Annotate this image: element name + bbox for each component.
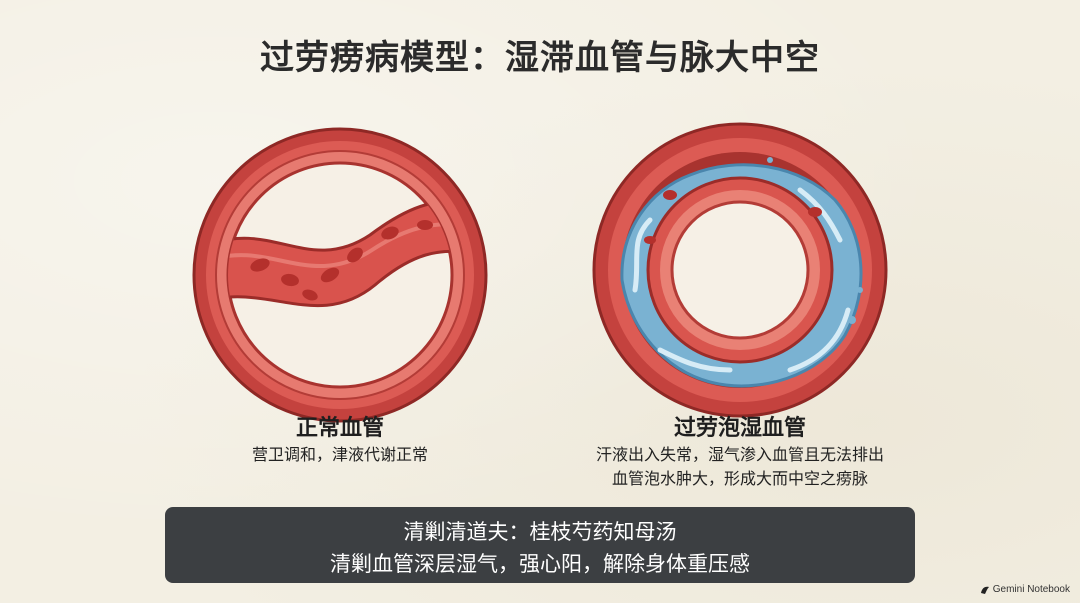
banner-line-2: 清剿血管深层湿气，强心阳，解除身体重压感	[330, 552, 750, 576]
water-highlights	[632, 187, 851, 373]
normal-vessel-desc: 营卫调和，津液代谢正常	[251, 445, 428, 464]
lumen	[670, 200, 810, 340]
damp-vessel-desc: 汗液出入失常，湿气渗入血管且无法排出 血管泡水肿大，形成大而中空之痨脉	[540, 443, 940, 491]
damp-vessel-illustration	[592, 122, 888, 418]
damp-vessel-desc-line2: 血管泡水肿大，形成大而中空之痨脉	[611, 469, 868, 488]
damp-vessel-title: 过劳泡湿血管	[673, 416, 806, 441]
inner-vessel-tube	[228, 199, 452, 308]
notebook-logo-icon	[980, 586, 989, 594]
remedy-banner: 清剿清道夫：桂枝芍药知母汤 清剿血管深层湿气，强心阳，解除身体重压感	[165, 507, 915, 583]
page-title: 过劳痨病模型：湿滞血管与脉大中空	[260, 38, 820, 78]
banner-line-1: 清剿清道夫：桂枝芍药知母汤	[403, 520, 677, 544]
damp-vessel-desc-line1: 汗液出入失常，湿气渗入血管且无法排出	[595, 445, 884, 464]
normal-vessel-illustration	[192, 127, 488, 423]
normal-vessel-title: 正常血管	[295, 416, 384, 441]
watermark-text: Gemini Notebook	[992, 584, 1070, 595]
watermark: Gemini Notebook	[980, 584, 1070, 595]
